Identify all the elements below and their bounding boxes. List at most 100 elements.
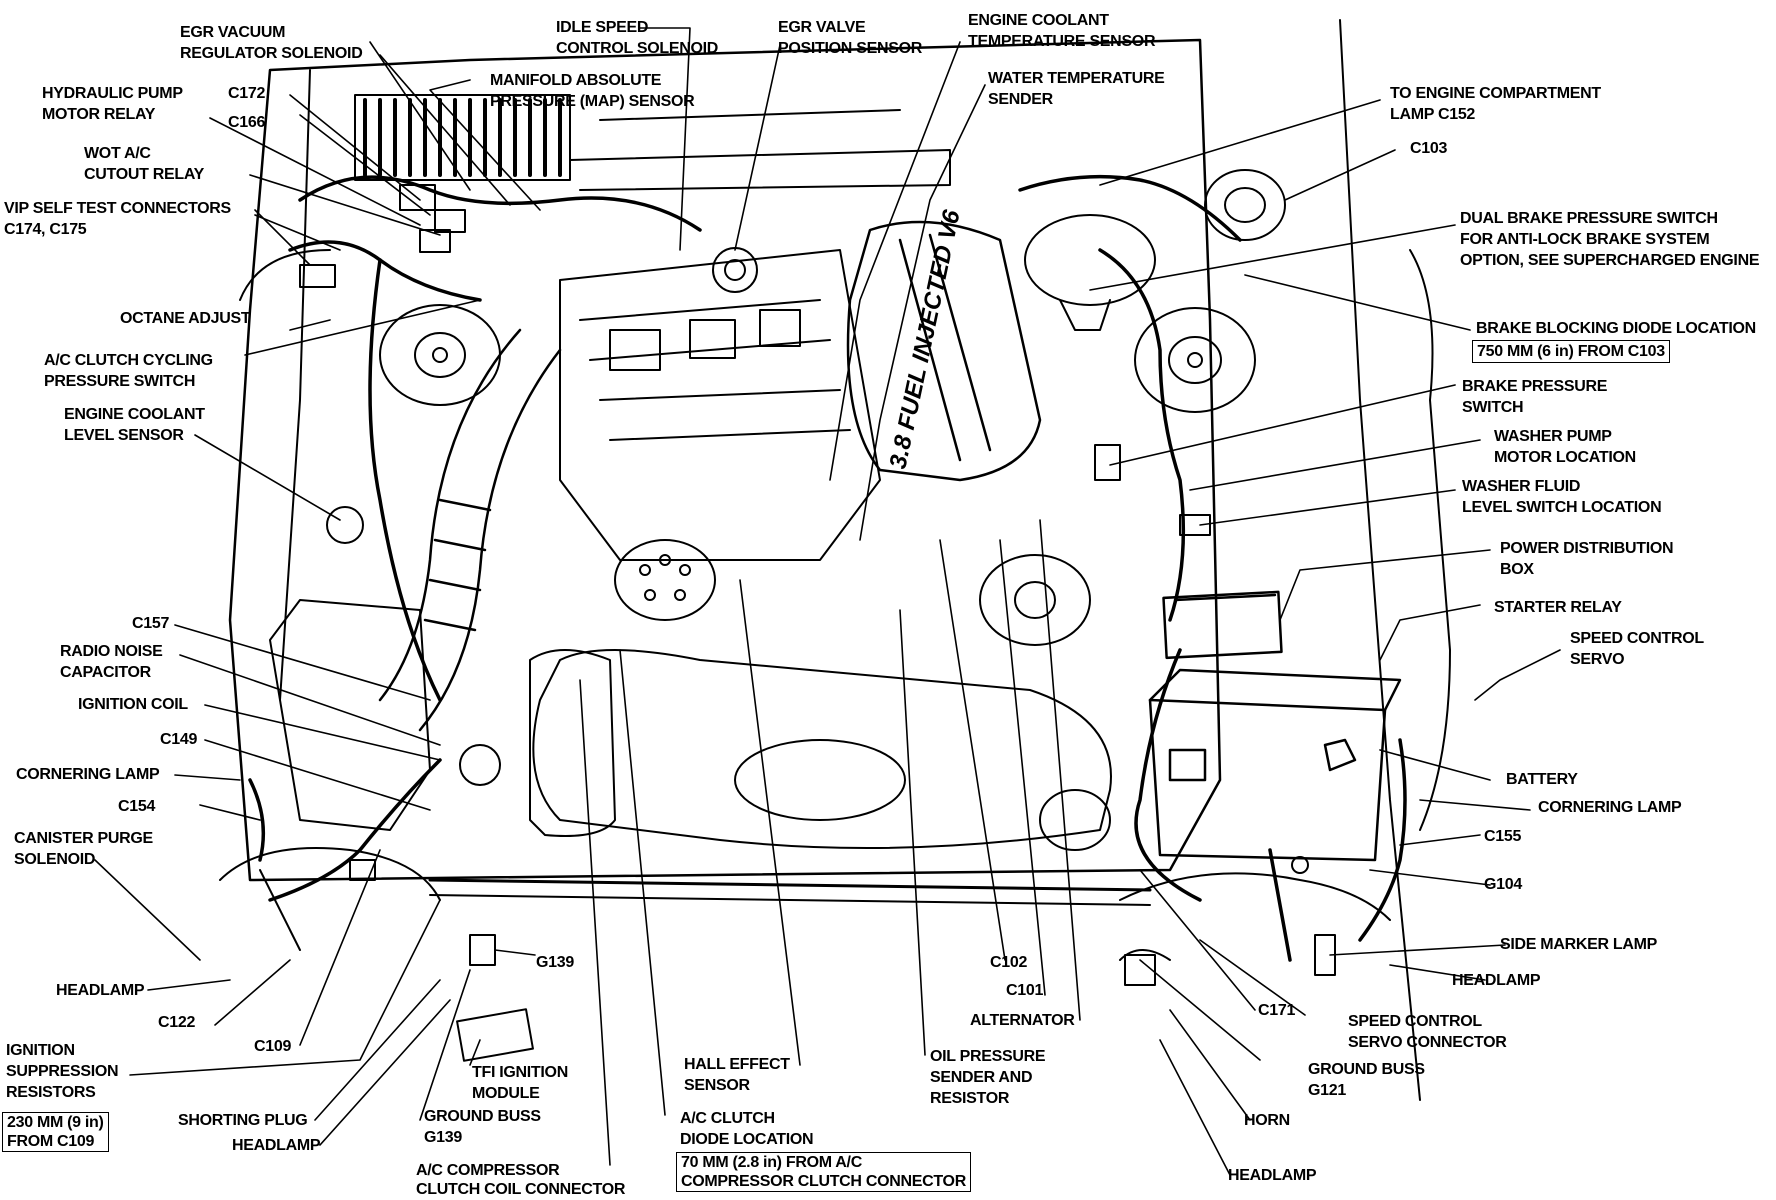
washer-reservoir [529,649,616,837]
label-pressure-switch: PRESSURE SWITCH [44,373,196,390]
label-egr-valve: EGR VALVE [778,19,866,36]
label-ac-compressor: A/C COMPRESSOR [416,1162,560,1179]
label-capacitor: CAPACITOR [60,664,151,681]
label-cutout-relay: CUTOUT RELAY [84,166,204,183]
label-motor-relay: MOTOR RELAY [42,106,156,123]
label-egr-vacuum: EGR VACUUM [180,24,286,41]
label-box-230: 230 MM (9 in) FROM C109 [2,1112,109,1152]
label-dual-brake-2: FOR ANTI-LOCK BRAKE SYSTEM [1460,231,1710,248]
label-pressure-map-sensor: PRESSURE (MAP) SENSOR [490,93,695,110]
engine-badge: 3.8 FUEL INJECTED V6 [884,207,965,471]
label-c157: C157 [132,615,170,632]
connectors [299,184,1336,1062]
label-g139-bottom: G139 [424,1129,462,1146]
distributor [614,539,716,621]
c103-connector [1204,169,1286,241]
label-diode-location: DIODE LOCATION [680,1131,814,1148]
egr-valve [712,247,758,293]
label-canister-purge: CANISTER PURGE [14,830,153,847]
label-c101: C101 [1006,982,1044,999]
label-hall-effect: HALL EFFECT [684,1056,790,1073]
label-idle-speed: IDLE SPEED [556,19,649,36]
label-c122: C122 [158,1014,196,1031]
label-cornering-lamp-left: CORNERING LAMP [16,766,160,783]
label-ignition-coil: IGNITION COIL [78,696,188,713]
leader-lines [94,27,1561,1176]
label-g121: G121 [1308,1082,1346,1099]
label-dual-brake-3: OPTION, SEE SUPERCHARGED ENGINE [1460,252,1760,269]
label-power-distribution: POWER DISTRIBUTION [1500,540,1674,557]
compartment-outline [228,38,1222,882]
label-ground-buss-right: GROUND BUSS [1308,1061,1425,1078]
battery-body [1148,668,1402,862]
label-c102: C102 [990,954,1028,971]
label-resistors: RESISTORS [6,1084,96,1101]
label-headlamp-bottom-left: HEADLAMP [232,1137,321,1154]
label-box-230-line1: 230 MM (9 in) [7,1114,104,1131]
label-brake-blocking: BRAKE BLOCKING DIODE LOCATION [1476,320,1756,337]
label-wot-ac: WOT A/C [84,145,151,162]
label-servo: SERVO [1570,651,1625,668]
label-solenoid: SOLENOID [14,851,96,868]
label-box-230-line2: FROM C109 [7,1133,95,1150]
label-box-70-line2: COMPRESSOR CLUTCH CONNECTOR [681,1173,966,1190]
air-intake-tube [378,328,562,732]
label-c109: C109 [254,1038,292,1055]
label-battery: BATTERY [1506,771,1578,788]
label-water-temperature: WATER TEMPERATURE [988,70,1165,87]
label-motor-location: MOTOR LOCATION [1494,449,1636,466]
label-oil-pressure: OIL PRESSURE [930,1048,1046,1065]
label-ground-buss-left: GROUND BUSS [424,1108,541,1125]
label-sensor: SENSOR [684,1077,750,1094]
label-side-marker-lamp: SIDE MARKER LAMP [1500,936,1657,953]
label-temperature-sensor: TEMPERATURE SENSOR [968,33,1156,50]
label-suppression: SUPPRESSION [6,1063,119,1080]
label-to-engine-compartment: TO ENGINE COMPARTMENT [1390,85,1601,102]
label-c154: C154 [118,798,156,815]
label-box: BOX [1500,561,1534,578]
label-level-sensor: LEVEL SENSOR [64,427,184,444]
label-c149: C149 [160,731,198,748]
label-switch: SWITCH [1462,399,1524,416]
label-g139-top: G139 [536,954,574,971]
label-c166: C166 [228,114,266,131]
label-regulator-solenoid: REGULATOR SOLENOID [180,45,363,62]
label-level-switch-location: LEVEL SWITCH LOCATION [1462,499,1662,516]
label-headlamp-left: HEADLAMP [56,982,145,999]
intake-plenum [846,220,1042,482]
wiring-harness [248,174,1407,962]
label-brake-pressure: BRAKE PRESSURE [1462,378,1608,395]
label-starter-relay: STARTER RELAY [1494,599,1622,616]
label-c174-c175: C174, C175 [4,221,87,238]
label-shorting-plug: SHORTING PLUG [178,1112,308,1129]
front-engine-cover [532,649,1112,851]
right-shock-tower [1134,307,1256,413]
label-c103: C103 [1410,140,1448,157]
label-octane-adjust: OCTANE ADJUST [120,310,251,327]
label-washer-pump: WASHER PUMP [1494,428,1612,445]
label-box-70-line1: 70 MM (2.8 in) FROM A/C [681,1154,862,1171]
label-tfi-ignition: TFI IGNITION [472,1064,568,1081]
label-sender-and: SENDER AND [930,1069,1033,1086]
label-c171: C171 [1258,1002,1296,1019]
label-engine-coolant-2: ENGINE COOLANT [64,406,205,423]
label-headlamp-right: HEADLAMP [1452,972,1541,989]
label-position-sensor: POSITION SENSOR [778,40,922,57]
label-ignition: IGNITION [6,1042,75,1059]
label-brake-blocking-box: 750 MM (6 in) FROM C103 [1472,340,1670,363]
label-clutch-coil-connector: CLUTCH COIL CONNECTOR [416,1181,626,1198]
label-hydraulic-pump: HYDRAULIC PUMP [42,85,183,102]
label-speed-control-servo-conn-2: SERVO CONNECTOR [1348,1034,1507,1051]
label-washer-fluid: WASHER FLUID [1462,478,1581,495]
label-speed-control: SPEED CONTROL [1570,630,1704,647]
label-ac-clutch: A/C CLUTCH [680,1110,775,1127]
power-distribution-box-body [1162,590,1283,660]
label-dual-brake-1: DUAL BRAKE PRESSURE SWITCH [1460,210,1718,227]
alternator-body [979,554,1091,646]
label-resistor: RESISTOR [930,1090,1010,1107]
label-lamp-c152: LAMP C152 [1390,106,1476,123]
label-c172: C172 [228,85,266,102]
label-vip-self-test: VIP SELF TEST CONNECTORS [4,200,231,217]
label-sender: SENDER [988,91,1053,108]
